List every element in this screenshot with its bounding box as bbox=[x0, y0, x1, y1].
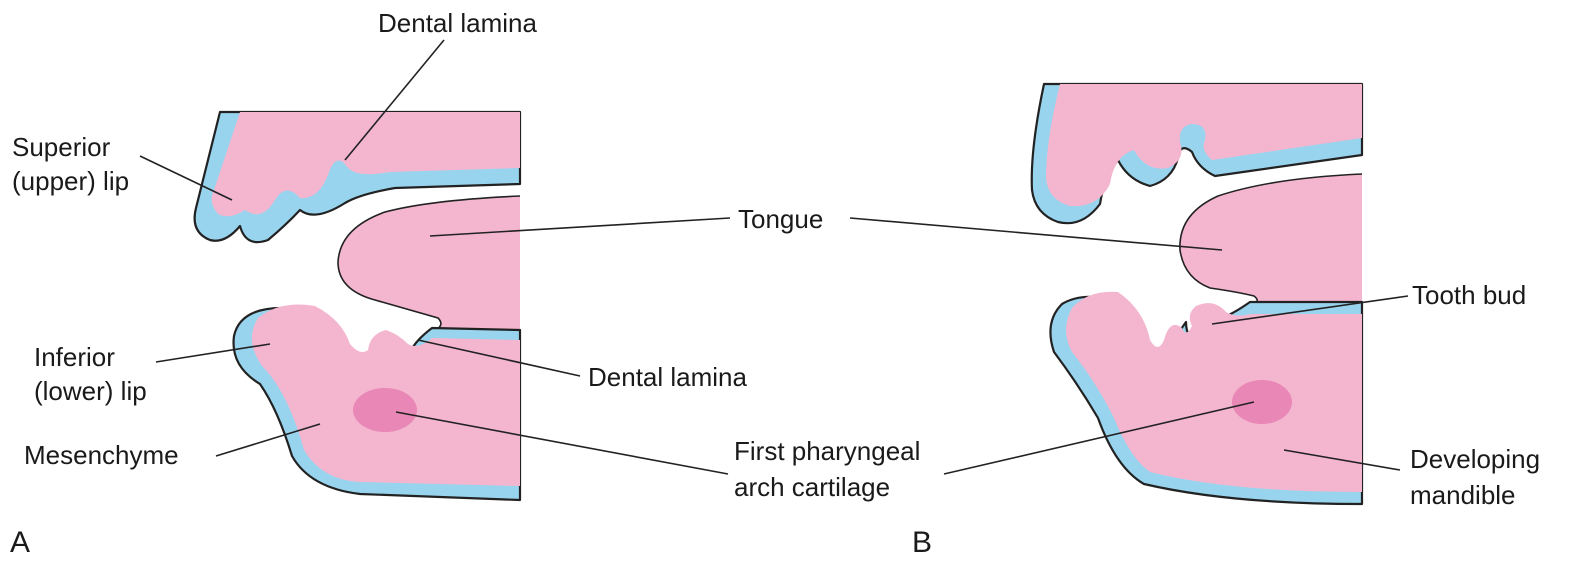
label-first-pharyngeal-line1: First pharyngeal bbox=[734, 436, 920, 466]
panel-a bbox=[195, 112, 520, 500]
label-developing-mandible-line2: mandible bbox=[1410, 480, 1516, 510]
panel-b bbox=[1032, 84, 1362, 504]
panel-b-lower-jaw bbox=[1050, 292, 1362, 504]
panel-a-cartilage bbox=[353, 388, 417, 432]
panel-b-cartilage bbox=[1232, 380, 1292, 424]
label-dental-lamina-bottom: Dental lamina bbox=[588, 362, 748, 392]
label-mesenchyme: Mesenchyme bbox=[24, 440, 179, 470]
panel-label-a: A bbox=[10, 526, 30, 559]
panel-a-lower-jaw bbox=[234, 305, 520, 501]
label-developing-mandible-line1: Developing bbox=[1410, 444, 1540, 474]
label-superior-lip-line2: (upper) lip bbox=[12, 166, 129, 196]
panel-b-lower-mesenchyme bbox=[1066, 292, 1362, 492]
label-tongue: Tongue bbox=[738, 204, 823, 234]
label-dental-lamina-top: Dental lamina bbox=[378, 8, 538, 38]
label-first-pharyngeal-line2: arch cartilage bbox=[734, 472, 890, 502]
label-inferior-lip-line2: (lower) lip bbox=[34, 376, 147, 406]
leader-tongue-b bbox=[850, 218, 1222, 250]
label-inferior-lip-line1: Inferior bbox=[34, 342, 115, 372]
label-tooth-bud: Tooth bud bbox=[1412, 280, 1526, 310]
panel-label-b: B bbox=[912, 526, 932, 559]
label-superior-lip-line1: Superior bbox=[12, 132, 111, 162]
panel-a-tongue bbox=[338, 196, 520, 332]
